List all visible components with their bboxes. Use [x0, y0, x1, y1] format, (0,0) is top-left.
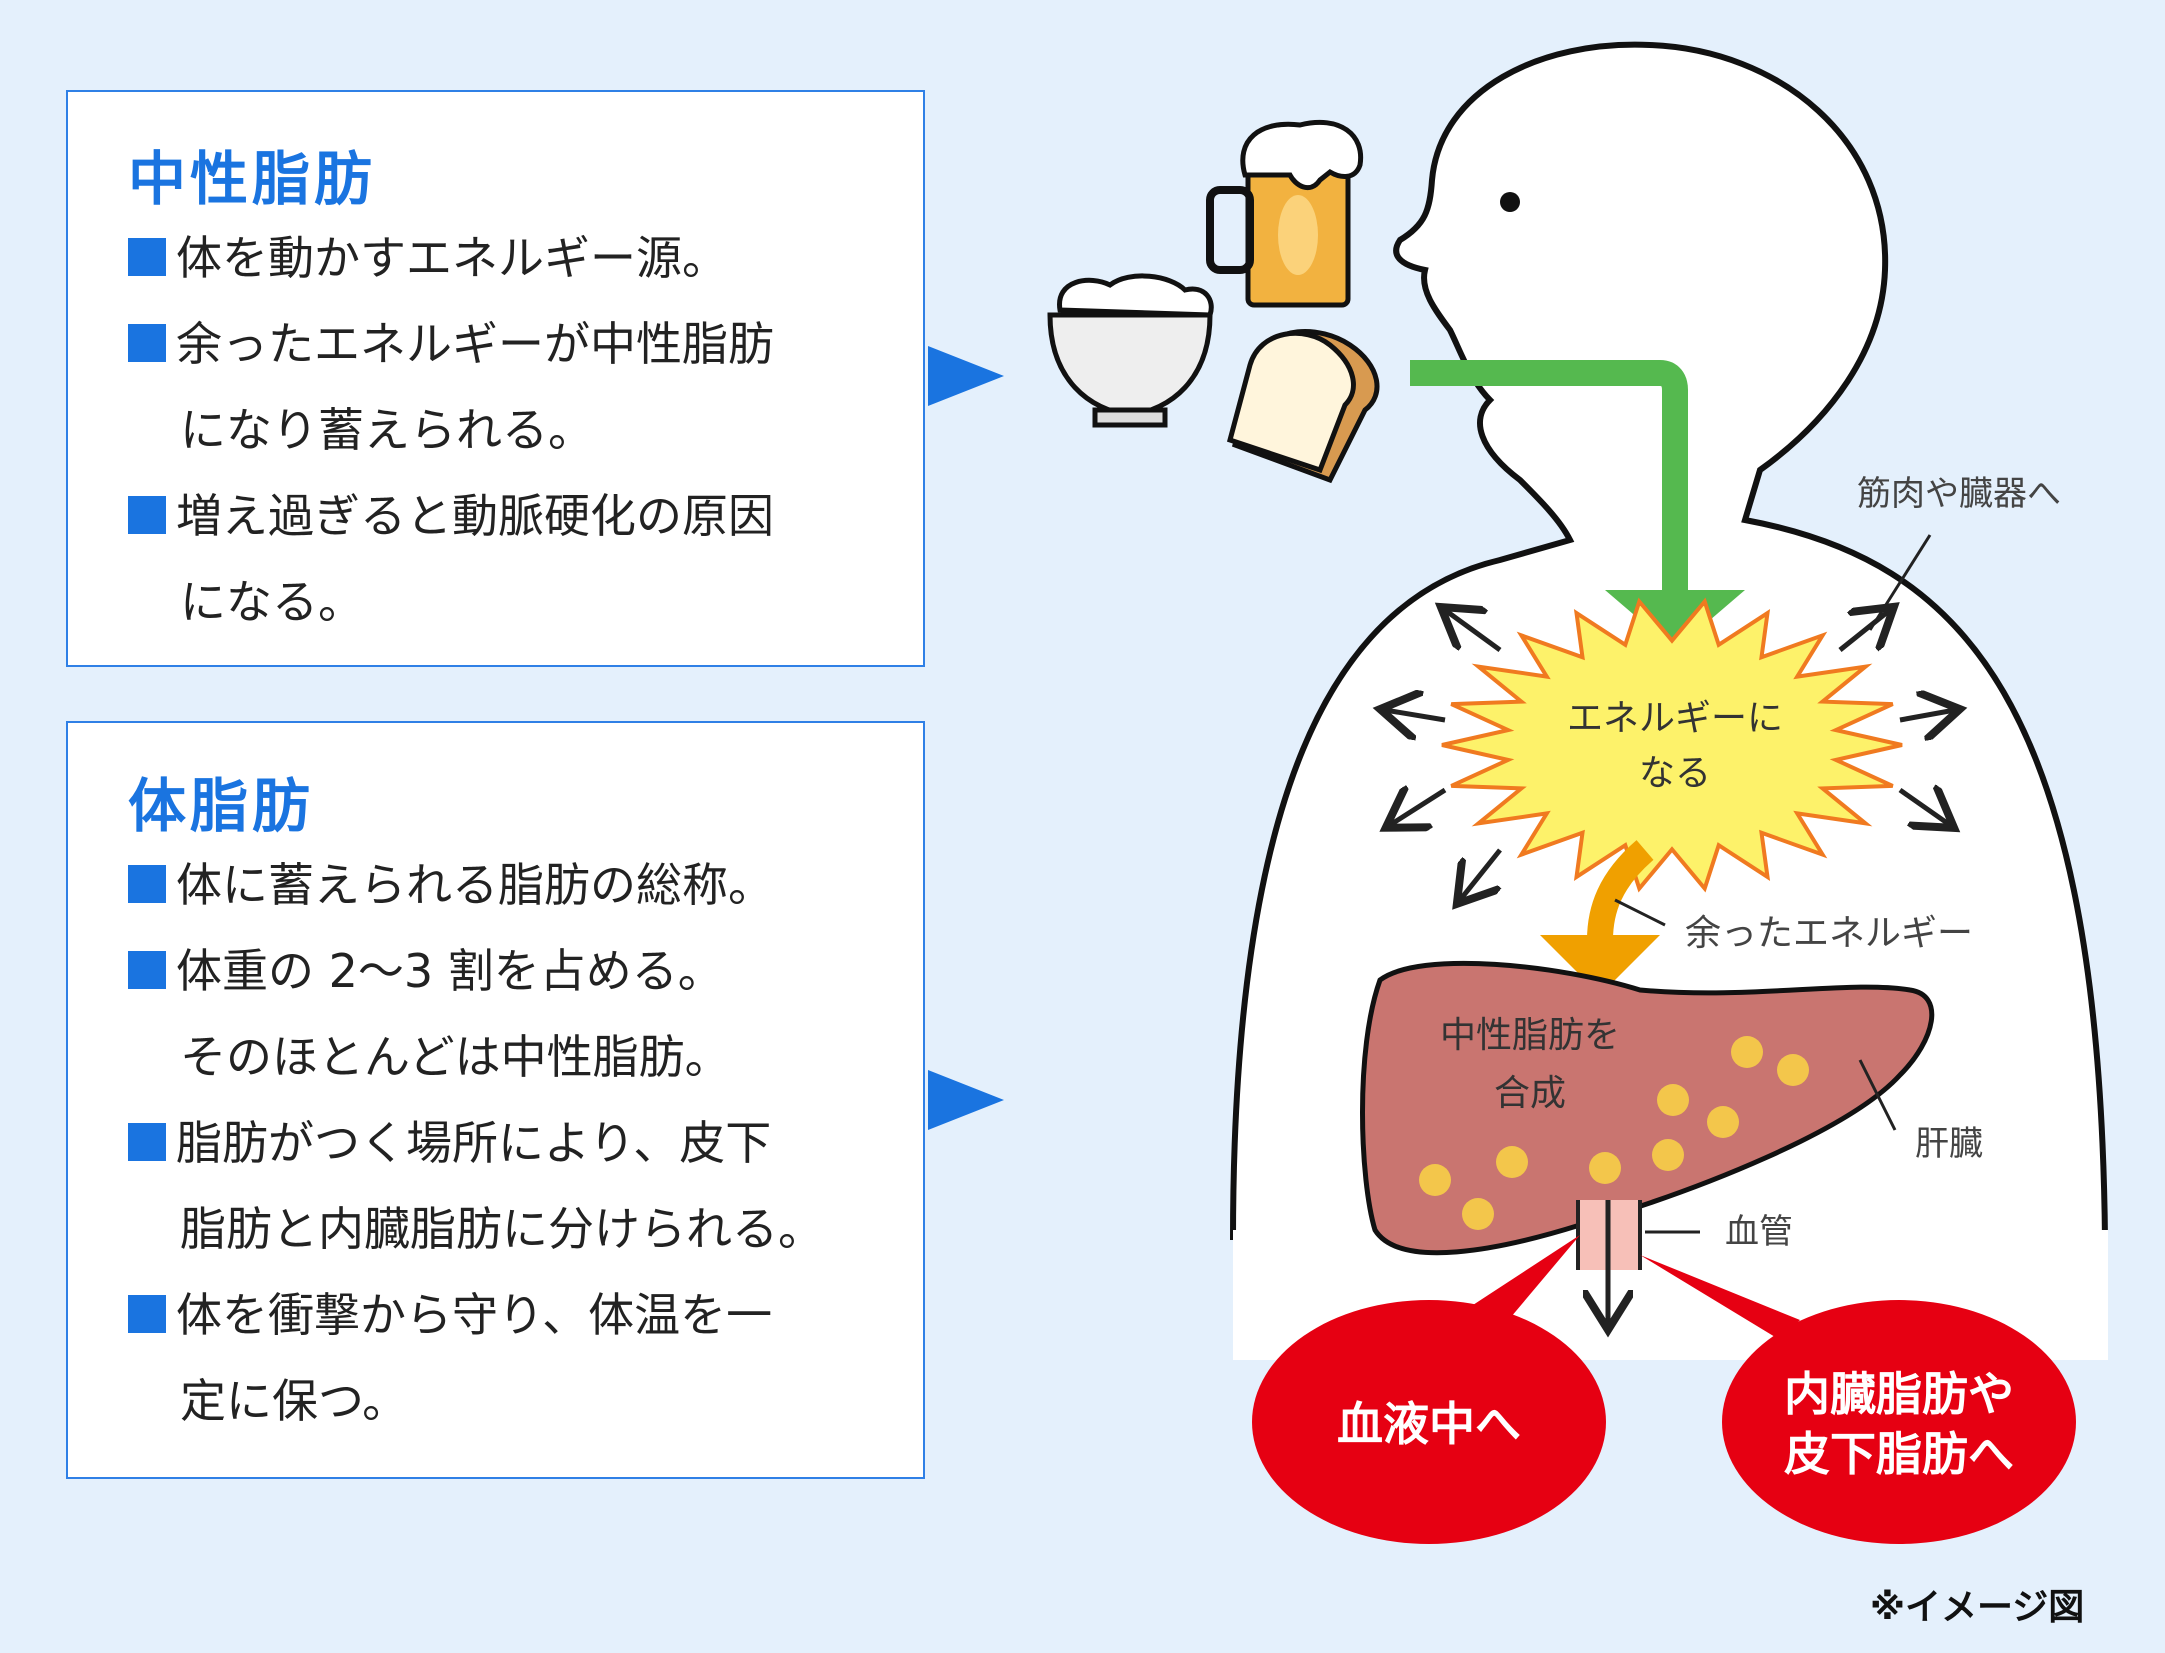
- bullet-square-icon: [128, 496, 166, 534]
- bullet-text: 脂肪がつく場所により、皮下: [176, 1116, 772, 1170]
- bullet-square-icon: [128, 865, 166, 903]
- neutral-fat-box: 中性脂肪 体を動かすエネルギー源。 余ったエネルギーが中性脂肪 になり蓄えられる…: [66, 90, 925, 667]
- eye-icon: [1500, 192, 1520, 212]
- neutral-fat-title: 中性脂肪: [128, 145, 377, 213]
- bullet-square-icon: [128, 1295, 166, 1333]
- bullet-text: 体を動かすエネルギー源。: [176, 231, 728, 285]
- bullet-line: 脂肪がつく場所により、皮下: [128, 1107, 771, 1173]
- bullet-square-icon: [128, 238, 166, 276]
- bullet-line: 体に蓄えられる脂肪の総称。: [128, 849, 774, 915]
- energy-label: エネルギーに: [1567, 698, 1783, 739]
- body-fat-title: 体脂肪: [128, 772, 315, 840]
- bullet-text: 体重の 2〜3 割を占める。: [176, 944, 724, 998]
- to-fat-label: 内臓脂肪や: [1784, 1367, 2014, 1421]
- bullet-text: 増え過ぎると動脈硬化の原因: [176, 489, 774, 543]
- fat-droplets: [1419, 1036, 1809, 1230]
- liver: [1360, 960, 1935, 1256]
- to-fat-bubble: [1722, 1300, 2076, 1544]
- bullet-continuation: になり蓄えられる。: [180, 403, 594, 457]
- body-fat-box: 体脂肪 体に蓄えられる脂肪の総称。 体重の 2〜3 割を占める。 そのほとんどは…: [66, 721, 925, 1479]
- vessel-label: 血管: [1725, 1212, 1793, 1252]
- image-note: ※イメージ図: [1870, 1587, 2085, 1628]
- pointer-arrow-icon: [928, 1070, 1004, 1130]
- bullet-square-icon: [128, 951, 166, 989]
- to-muscles-label: 筋肉や臓器へ: [1857, 474, 2061, 514]
- bullet-continuation: になる。: [180, 575, 364, 629]
- bullet-line: 体を動かすエネルギー源。: [128, 222, 728, 288]
- pointer-arrow-icon: [928, 346, 1004, 406]
- bullet-line: 余ったエネルギーが中性脂肪: [128, 308, 774, 374]
- liver-label: 肝臓: [1915, 1124, 1983, 1164]
- bullet-square-icon: [128, 324, 166, 362]
- radial-arrows: [1385, 610, 1955, 900]
- bullet-text: 体を衝撃から守り、体温を一: [176, 1288, 773, 1342]
- bullet-line: 増え過ぎると動脈硬化の原因: [128, 480, 774, 546]
- bullet-line: 体を衝撃から守り、体温を一: [128, 1279, 772, 1345]
- rice-bowl-icon: [1047, 273, 1214, 428]
- synthesis-label: 合成: [1494, 1073, 1566, 1114]
- surplus-label: 余ったエネルギー: [1685, 913, 1973, 954]
- surplus-energy-arrow: [1540, 840, 1660, 995]
- bullet-continuation: 脂肪と内臓脂肪に分けられる。: [180, 1202, 824, 1256]
- to-blood-bubble: [1252, 1300, 1606, 1544]
- bread-icon: [1226, 329, 1380, 484]
- synthesis-label: 中性脂肪を: [1440, 1015, 1620, 1056]
- bullet-text: 余ったエネルギーが中性脂肪: [176, 317, 774, 371]
- energy-starburst: [1441, 597, 1903, 893]
- bullet-square-icon: [128, 1123, 166, 1161]
- bullet-continuation: そのほとんどは中性脂肪。: [180, 1030, 731, 1084]
- energy-label: なる: [1639, 753, 1711, 794]
- bullet-continuation: 定に保つ。: [180, 1374, 409, 1428]
- bullet-line: 体重の 2〜3 割を占める。: [128, 935, 724, 1001]
- bullet-text: 体に蓄えられる脂肪の総称。: [176, 858, 774, 912]
- to-blood-label: 血液中へ: [1337, 1397, 1521, 1451]
- to-fat-label: 皮下脂肪へ: [1784, 1427, 2014, 1481]
- beer-mug-icon: [1206, 119, 1364, 308]
